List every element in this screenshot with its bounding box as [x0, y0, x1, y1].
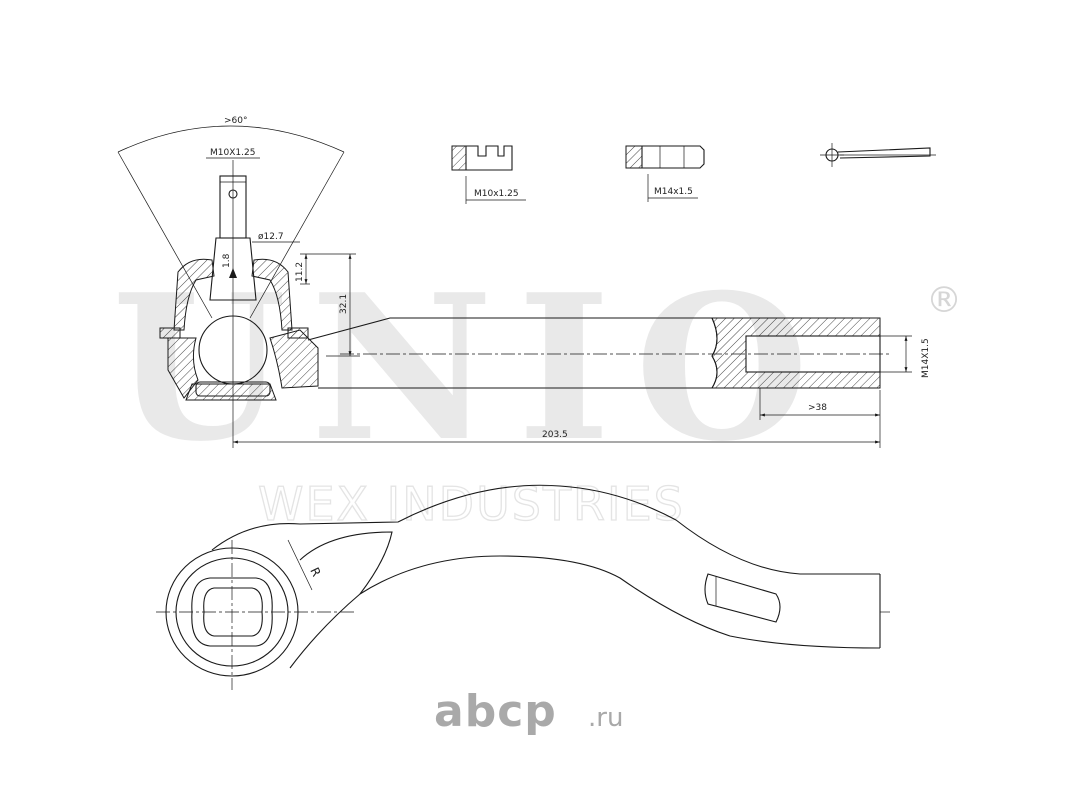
dust-boot — [159, 258, 309, 339]
radius-label: R — [307, 565, 323, 579]
arm-body-side — [307, 317, 892, 389]
cone-angle-group: >60° — [117, 116, 345, 319]
cotter-pin — [820, 143, 936, 167]
ball-stud: M10X1.25 ø12.7 1.8 — [206, 148, 300, 410]
overall-length-dim: 203.5 — [232, 390, 881, 448]
socket-thread-label: M14X1.5 — [921, 338, 931, 378]
overall-length-label: 203.5 — [542, 430, 568, 440]
stud-thread-label: M10X1.25 — [210, 148, 255, 158]
stud-height-label: 32.1 — [339, 294, 349, 314]
lock-nut: M14x1.5 — [625, 145, 705, 202]
socket-housing — [167, 315, 319, 401]
thread-depth-label: >38 — [808, 403, 827, 413]
castle-nut: M10x1.25 — [451, 145, 526, 204]
brand-watermark: UNIO ® WEX INDUSTRIES — [112, 251, 962, 532]
castle-nut-thread-label: M10x1.25 — [474, 189, 519, 199]
brand-watermark-text: UNIO — [112, 251, 833, 486]
lock-nut-thread-label: M14x1.5 — [654, 187, 693, 197]
company-watermark-text: WEX INDUSTRIES — [258, 477, 685, 531]
hole-offset-label: 1.8 — [222, 253, 232, 268]
logo-name: abcp — [434, 686, 557, 737]
registered-mark: ® — [926, 280, 962, 321]
height-dimensions: 11.2 32.1 — [295, 253, 360, 357]
stud-diameter-label: ø12.7 — [258, 232, 284, 242]
boot-height-label: 11.2 — [295, 262, 305, 282]
socket-thread-dims: M14X1.5 >38 — [759, 335, 931, 420]
logo-tld: .ru — [588, 703, 623, 733]
abcp-logo: abcp .ru — [434, 686, 623, 737]
cone-angle-label: >60° — [224, 116, 248, 126]
